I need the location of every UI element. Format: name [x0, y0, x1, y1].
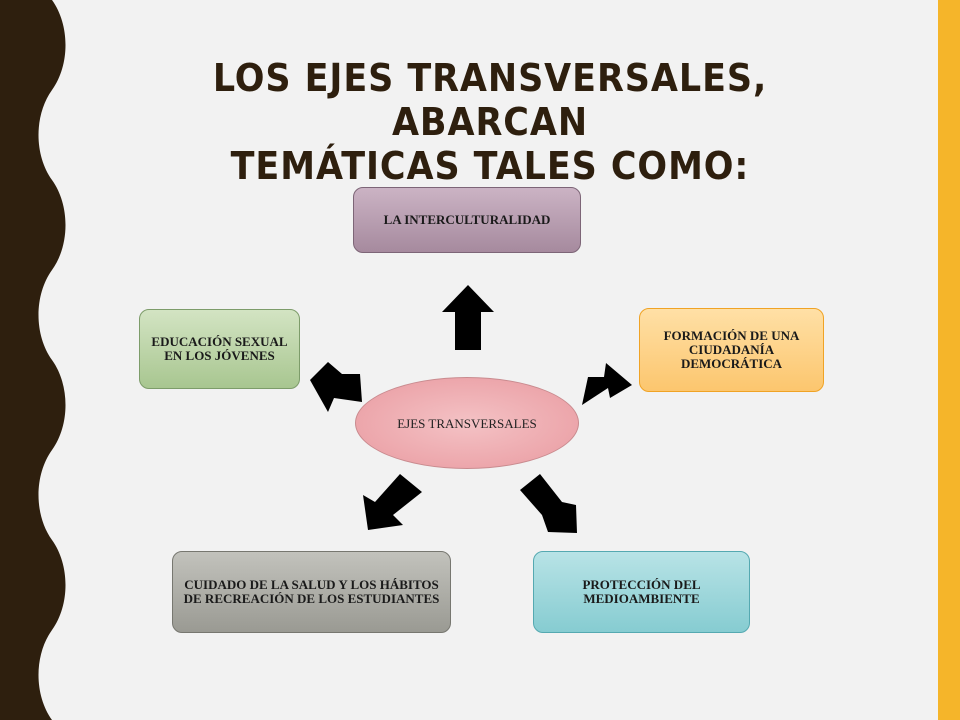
slide-title: LOS EJES TRANSVERSALES, ABARCAN TEMÁTICA… [150, 56, 831, 188]
slide-title-line-2: TEMÁTICAS TALES COMO: [230, 144, 750, 188]
right-accent-bar [938, 0, 960, 720]
node-educacion-sexual: EDUCACIÓN SEXUAL EN LOS JÓVENES [139, 309, 300, 389]
node-proteccion-medioambiente: PROTECCIÓN DEL MEDIOAMBIENTE [533, 551, 750, 633]
wavy-left-border [0, 0, 66, 720]
node-cuidado-salud: CUIDADO DE LA SALUD Y LOS HÁBITOS DE REC… [172, 551, 451, 633]
slide-title-line-1: LOS EJES TRANSVERSALES, ABARCAN [212, 56, 768, 144]
node-interculturalidad: LA INTERCULTURALIDAD [353, 187, 581, 253]
node-ciudadania-democratica: FORMACIÓN DE UNA CIUDADANÍA DEMOCRÁTICA [639, 308, 824, 392]
center-node-ejes-transversales: EJES TRANSVERSALES [355, 377, 579, 469]
arrow-to-interculturalidad [442, 285, 494, 350]
arrow-to-ciudadania [582, 363, 632, 405]
arrow-to-cuidado-salud [363, 474, 422, 530]
arrow-to-proteccion [520, 474, 577, 533]
arrow-to-educacion-sexual [310, 362, 362, 412]
